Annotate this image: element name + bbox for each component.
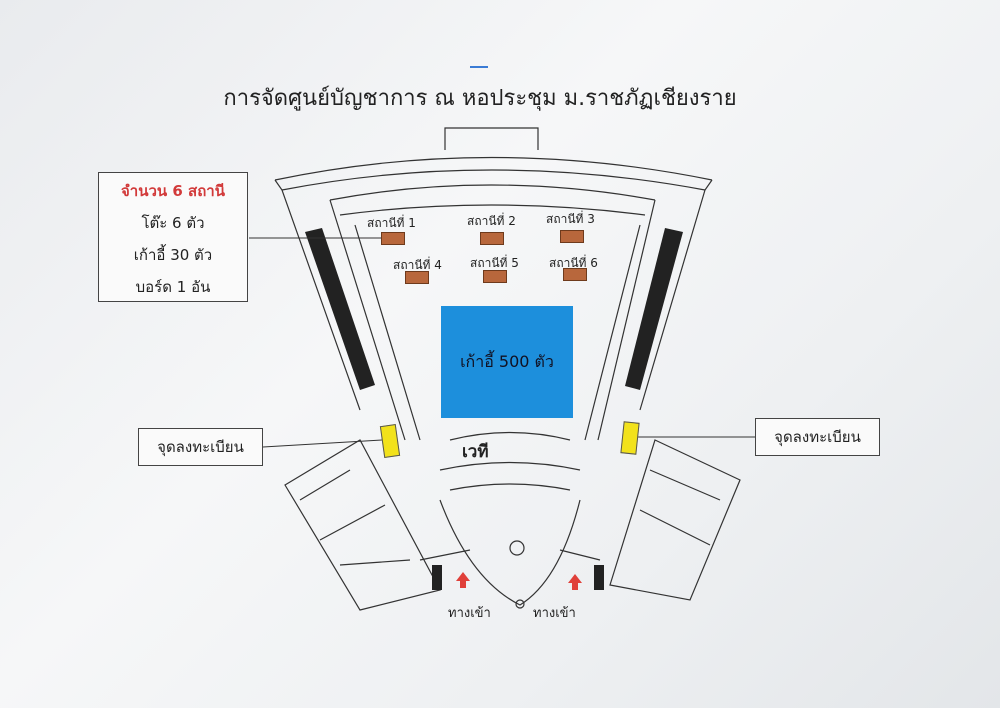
entrance-right-label: ทางเข้า — [533, 606, 576, 621]
station-count: จำนวน 6 สถานี — [121, 182, 225, 200]
station-label-6: สถานีที่ 6 — [549, 256, 598, 270]
registration-point-right — [620, 421, 640, 455]
station-table-6 — [563, 268, 587, 281]
station-table-3 — [560, 230, 584, 243]
station-label-2: สถานีที่ 2 — [467, 214, 516, 228]
entrance-left-label: ทางเข้า — [448, 606, 491, 621]
registration-label-left: จุดลงทะเบียน — [138, 428, 263, 466]
chair-count: เก้าอี้ 30 ตัว — [133, 246, 213, 264]
station-info-box: จำนวน 6 สถานี โต๊ะ 6 ตัว เก้าอี้ 30 ตัว … — [98, 172, 248, 302]
table-count: โต๊ะ 6 ตัว — [141, 214, 205, 232]
entrance-arrow-right-icon — [568, 574, 582, 590]
stage-label: เวที — [462, 442, 489, 462]
station-label-4: สถานีที่ 4 — [393, 258, 442, 272]
station-table-4 — [405, 271, 429, 284]
station-label-1: สถานีที่ 1 — [367, 216, 416, 230]
page-title: การจัดศูนย์บัญชาการ ณ หอประชุม ม.ราชภัฏเ… — [223, 86, 737, 111]
station-table-5 — [483, 270, 507, 283]
seating-area-label: เก้าอี้ 500 ตัว — [460, 351, 554, 371]
entrance-arrow-left-icon — [456, 572, 470, 588]
station-label-3: สถานีที่ 3 — [546, 212, 595, 226]
registration-label-right: จุดลงทะเบียน — [755, 418, 880, 456]
board-count: บอร์ด 1 อัน — [135, 278, 211, 296]
registration-right-text: จุดลงทะเบียน — [774, 428, 861, 446]
station-label-5: สถานีที่ 5 — [470, 256, 519, 270]
station-table-2 — [480, 232, 504, 245]
station-table-1 — [381, 232, 405, 245]
seating-area: เก้าอี้ 500 ตัว — [441, 306, 573, 418]
registration-left-text: จุดลงทะเบียน — [157, 438, 244, 456]
